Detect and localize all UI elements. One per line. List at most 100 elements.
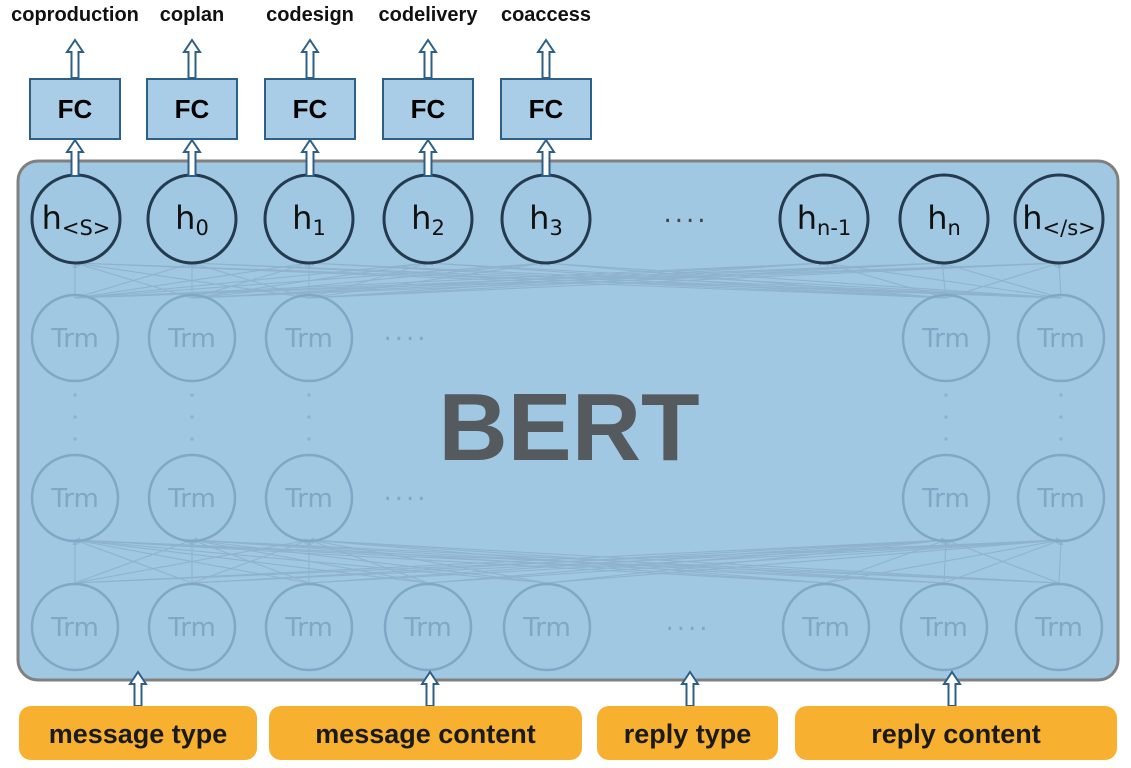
trm-circle — [264, 582, 354, 672]
input-segment: reply type — [597, 670, 778, 760]
trm-circle — [899, 582, 989, 672]
trm-label: Trm — [801, 613, 850, 643]
input-box — [795, 706, 1117, 760]
fc-head: FC codesign — [264, 4, 356, 177]
trm-node: Trm — [1016, 293, 1106, 383]
lower-connection-line — [1058, 539, 1064, 584]
input-label: message type — [49, 719, 228, 749]
upper-connection-line — [427, 260, 1062, 299]
vertical-dot — [1059, 415, 1063, 419]
hidden-state-label: h1 — [292, 199, 326, 240]
trm-label: Trm — [167, 324, 216, 354]
trm-ellipsis: .... — [665, 607, 710, 637]
trm-label: Trm — [50, 324, 99, 354]
hidden-state-label: h<S> — [42, 199, 111, 240]
vertical-dot — [73, 415, 77, 419]
fc-input-arrow — [300, 138, 320, 177]
fc-label: FC — [293, 94, 328, 124]
hidden-state-label: h2 — [411, 199, 445, 240]
vertical-dot — [73, 437, 77, 441]
trm-label: Trm — [1036, 484, 1085, 514]
trm-node: Trm — [264, 293, 354, 383]
trm-label: Trm — [50, 613, 99, 643]
hidden-state-circle — [898, 173, 990, 265]
input-box — [597, 706, 778, 760]
lower-connection-line — [945, 539, 1060, 584]
hidden-state-circle — [778, 173, 870, 265]
trm-node: Trm — [899, 582, 989, 672]
upper-connection-line — [544, 260, 1062, 299]
trm-label: Trm — [284, 484, 333, 514]
trm-node: Trm — [147, 293, 237, 383]
fc-input-arrow — [536, 138, 556, 177]
trm-circle — [1016, 453, 1106, 543]
input-segment: reply content — [795, 670, 1117, 760]
trm-ellipsis: .... — [383, 317, 428, 347]
fc-input-arrow — [418, 138, 438, 177]
lower-connection-line — [74, 537, 827, 584]
hidden-state-label: h3 — [529, 199, 563, 240]
trm-circle — [264, 453, 354, 543]
trm-label: Trm — [167, 484, 216, 514]
upper-connection-line — [823, 261, 1062, 299]
trm-circle — [30, 453, 120, 543]
fc-box — [146, 78, 238, 140]
trm-node: Trm — [1016, 453, 1106, 543]
trm-node: Trm — [901, 293, 991, 383]
input-box — [269, 706, 582, 760]
trm-node: Trm — [30, 582, 120, 672]
trm-node: Trm — [502, 582, 592, 672]
fc-label: FC — [58, 94, 93, 124]
lower-connection-line — [546, 537, 947, 584]
lower-connection-line — [825, 538, 1062, 584]
input-segment: message content — [269, 670, 582, 760]
upper-connection-line — [74, 260, 1062, 299]
output-arrow — [65, 38, 85, 79]
trm-node: Trm — [264, 582, 354, 672]
output-arrow — [300, 38, 320, 79]
vertical-dot — [190, 415, 194, 419]
fc-label: FC — [411, 94, 446, 124]
hidden-state-node: h3 — [500, 173, 592, 265]
lower-connection-line — [546, 537, 1062, 584]
trm-label: Trm — [921, 484, 970, 514]
upper-connection-line — [191, 261, 429, 299]
trm-node: Trm — [30, 293, 120, 383]
upper-connection-line — [308, 260, 1062, 299]
lower-connection-line — [74, 537, 1060, 584]
upper-connection-line — [74, 260, 825, 299]
trm-node: Trm — [781, 582, 871, 672]
trm-label: Trm — [1034, 613, 1083, 643]
vertical-dot — [190, 437, 194, 441]
hidden-state-label: h</s> — [1022, 199, 1096, 240]
output-arrow — [418, 38, 438, 79]
trm-node: Trm — [264, 453, 354, 543]
upper-connection-line — [191, 260, 1062, 299]
vertical-dot — [73, 393, 77, 397]
bert-label: BERT — [438, 374, 699, 481]
upper-connection-line — [74, 260, 947, 299]
input-label: reply type — [624, 719, 752, 749]
trm-circle — [30, 582, 120, 672]
lower-connection-line — [74, 537, 429, 584]
upper-connection-line — [1056, 262, 1063, 299]
trm-label: Trm — [167, 613, 216, 643]
upper-connection-line — [74, 261, 310, 299]
trm-ellipsis: .... — [383, 477, 428, 507]
trm-label: Trm — [522, 613, 571, 643]
classification-heads: FCcoproductionFCcoplanFCcodesignFCcodeli… — [11, 4, 592, 177]
fc-box — [382, 78, 474, 140]
trm-label: Trm — [403, 613, 452, 643]
vertical-dot — [307, 393, 311, 397]
hidden-ellipsis: .... — [663, 199, 708, 229]
output-label: codesign — [266, 4, 354, 26]
output-label: coaccess — [501, 4, 591, 26]
vertical-dot — [307, 415, 311, 419]
trm-circle — [147, 293, 237, 383]
trm-circle — [901, 453, 991, 543]
